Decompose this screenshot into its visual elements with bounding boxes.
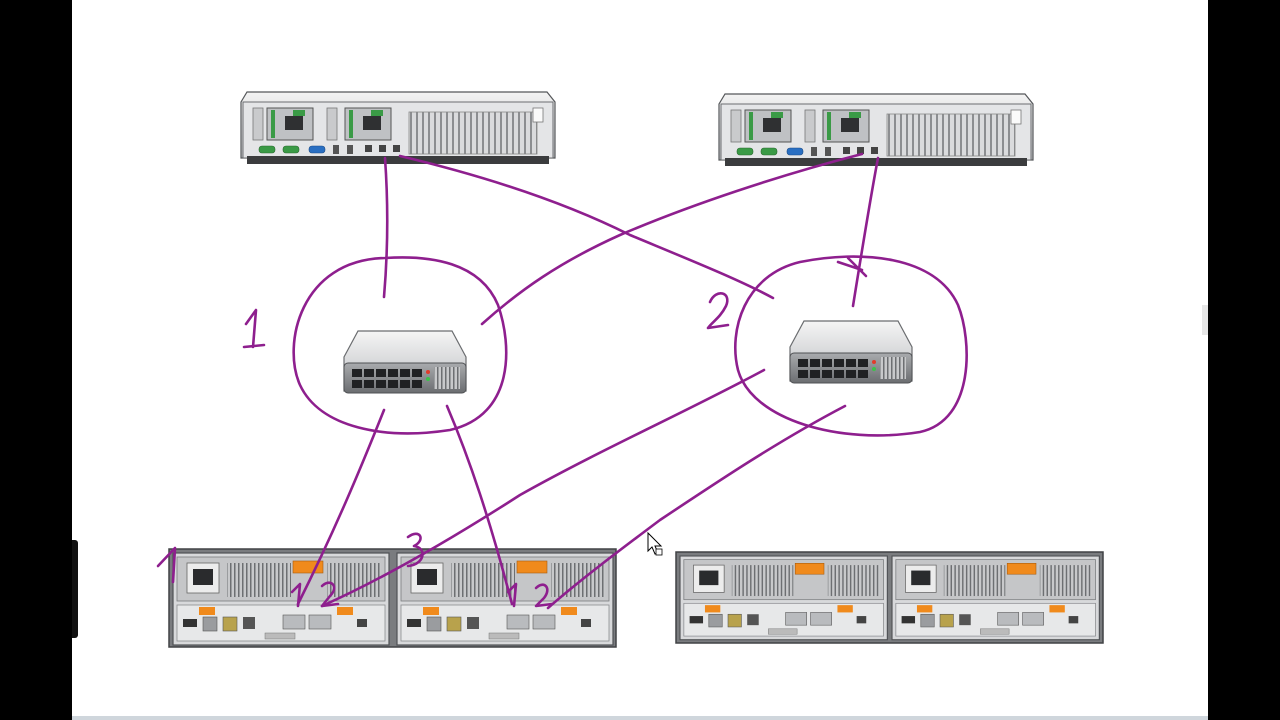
server-1 xyxy=(240,91,556,165)
controller-a-port-1: 1 xyxy=(286,582,306,608)
controller-b-number: 3 xyxy=(402,528,432,568)
controller-b-port-1: 1 xyxy=(502,582,522,608)
storage-array-2 xyxy=(675,551,1104,644)
controller-b-port-2: 2 xyxy=(532,582,552,608)
storage-array-1 xyxy=(168,548,617,648)
right-panel-handle[interactable] xyxy=(1202,305,1208,335)
link-switch2-storage-a2 xyxy=(320,368,766,608)
switch-2-number: 2 xyxy=(702,286,742,332)
link-server1-switch2 xyxy=(398,154,775,300)
storage-1-number: 1 xyxy=(150,544,180,584)
switch-1-label xyxy=(242,308,266,349)
switch-1-number: 1 xyxy=(234,302,274,352)
switch-2-label xyxy=(706,292,730,330)
switch-1 xyxy=(343,330,467,394)
controller-a-port-labels xyxy=(290,581,340,608)
mouse-pointer-icon xyxy=(647,531,663,556)
link-server2-switch2 xyxy=(851,156,880,308)
controller-a-port-2: 2 xyxy=(318,582,338,608)
switch-2 xyxy=(789,320,913,384)
controller-b-3-label xyxy=(406,532,424,568)
link-switch1-storage-a1 xyxy=(296,408,386,606)
left-panel-handle[interactable] xyxy=(72,540,78,638)
screen-left-border xyxy=(0,0,72,720)
screen-right-border xyxy=(1208,0,1280,720)
fabric-2-circle xyxy=(734,255,968,437)
controller-b-port-labels xyxy=(506,582,554,608)
bottom-status-strip xyxy=(72,716,1208,720)
fabric-1-circle xyxy=(292,256,508,435)
link-server1-switch1 xyxy=(382,156,389,299)
link-switch2-storage-b2 xyxy=(546,404,847,610)
storage-1-label xyxy=(156,546,177,584)
link-server2-switch1 xyxy=(480,152,864,326)
link-switch1-storage-b1 xyxy=(445,404,514,606)
server-2 xyxy=(718,93,1034,167)
